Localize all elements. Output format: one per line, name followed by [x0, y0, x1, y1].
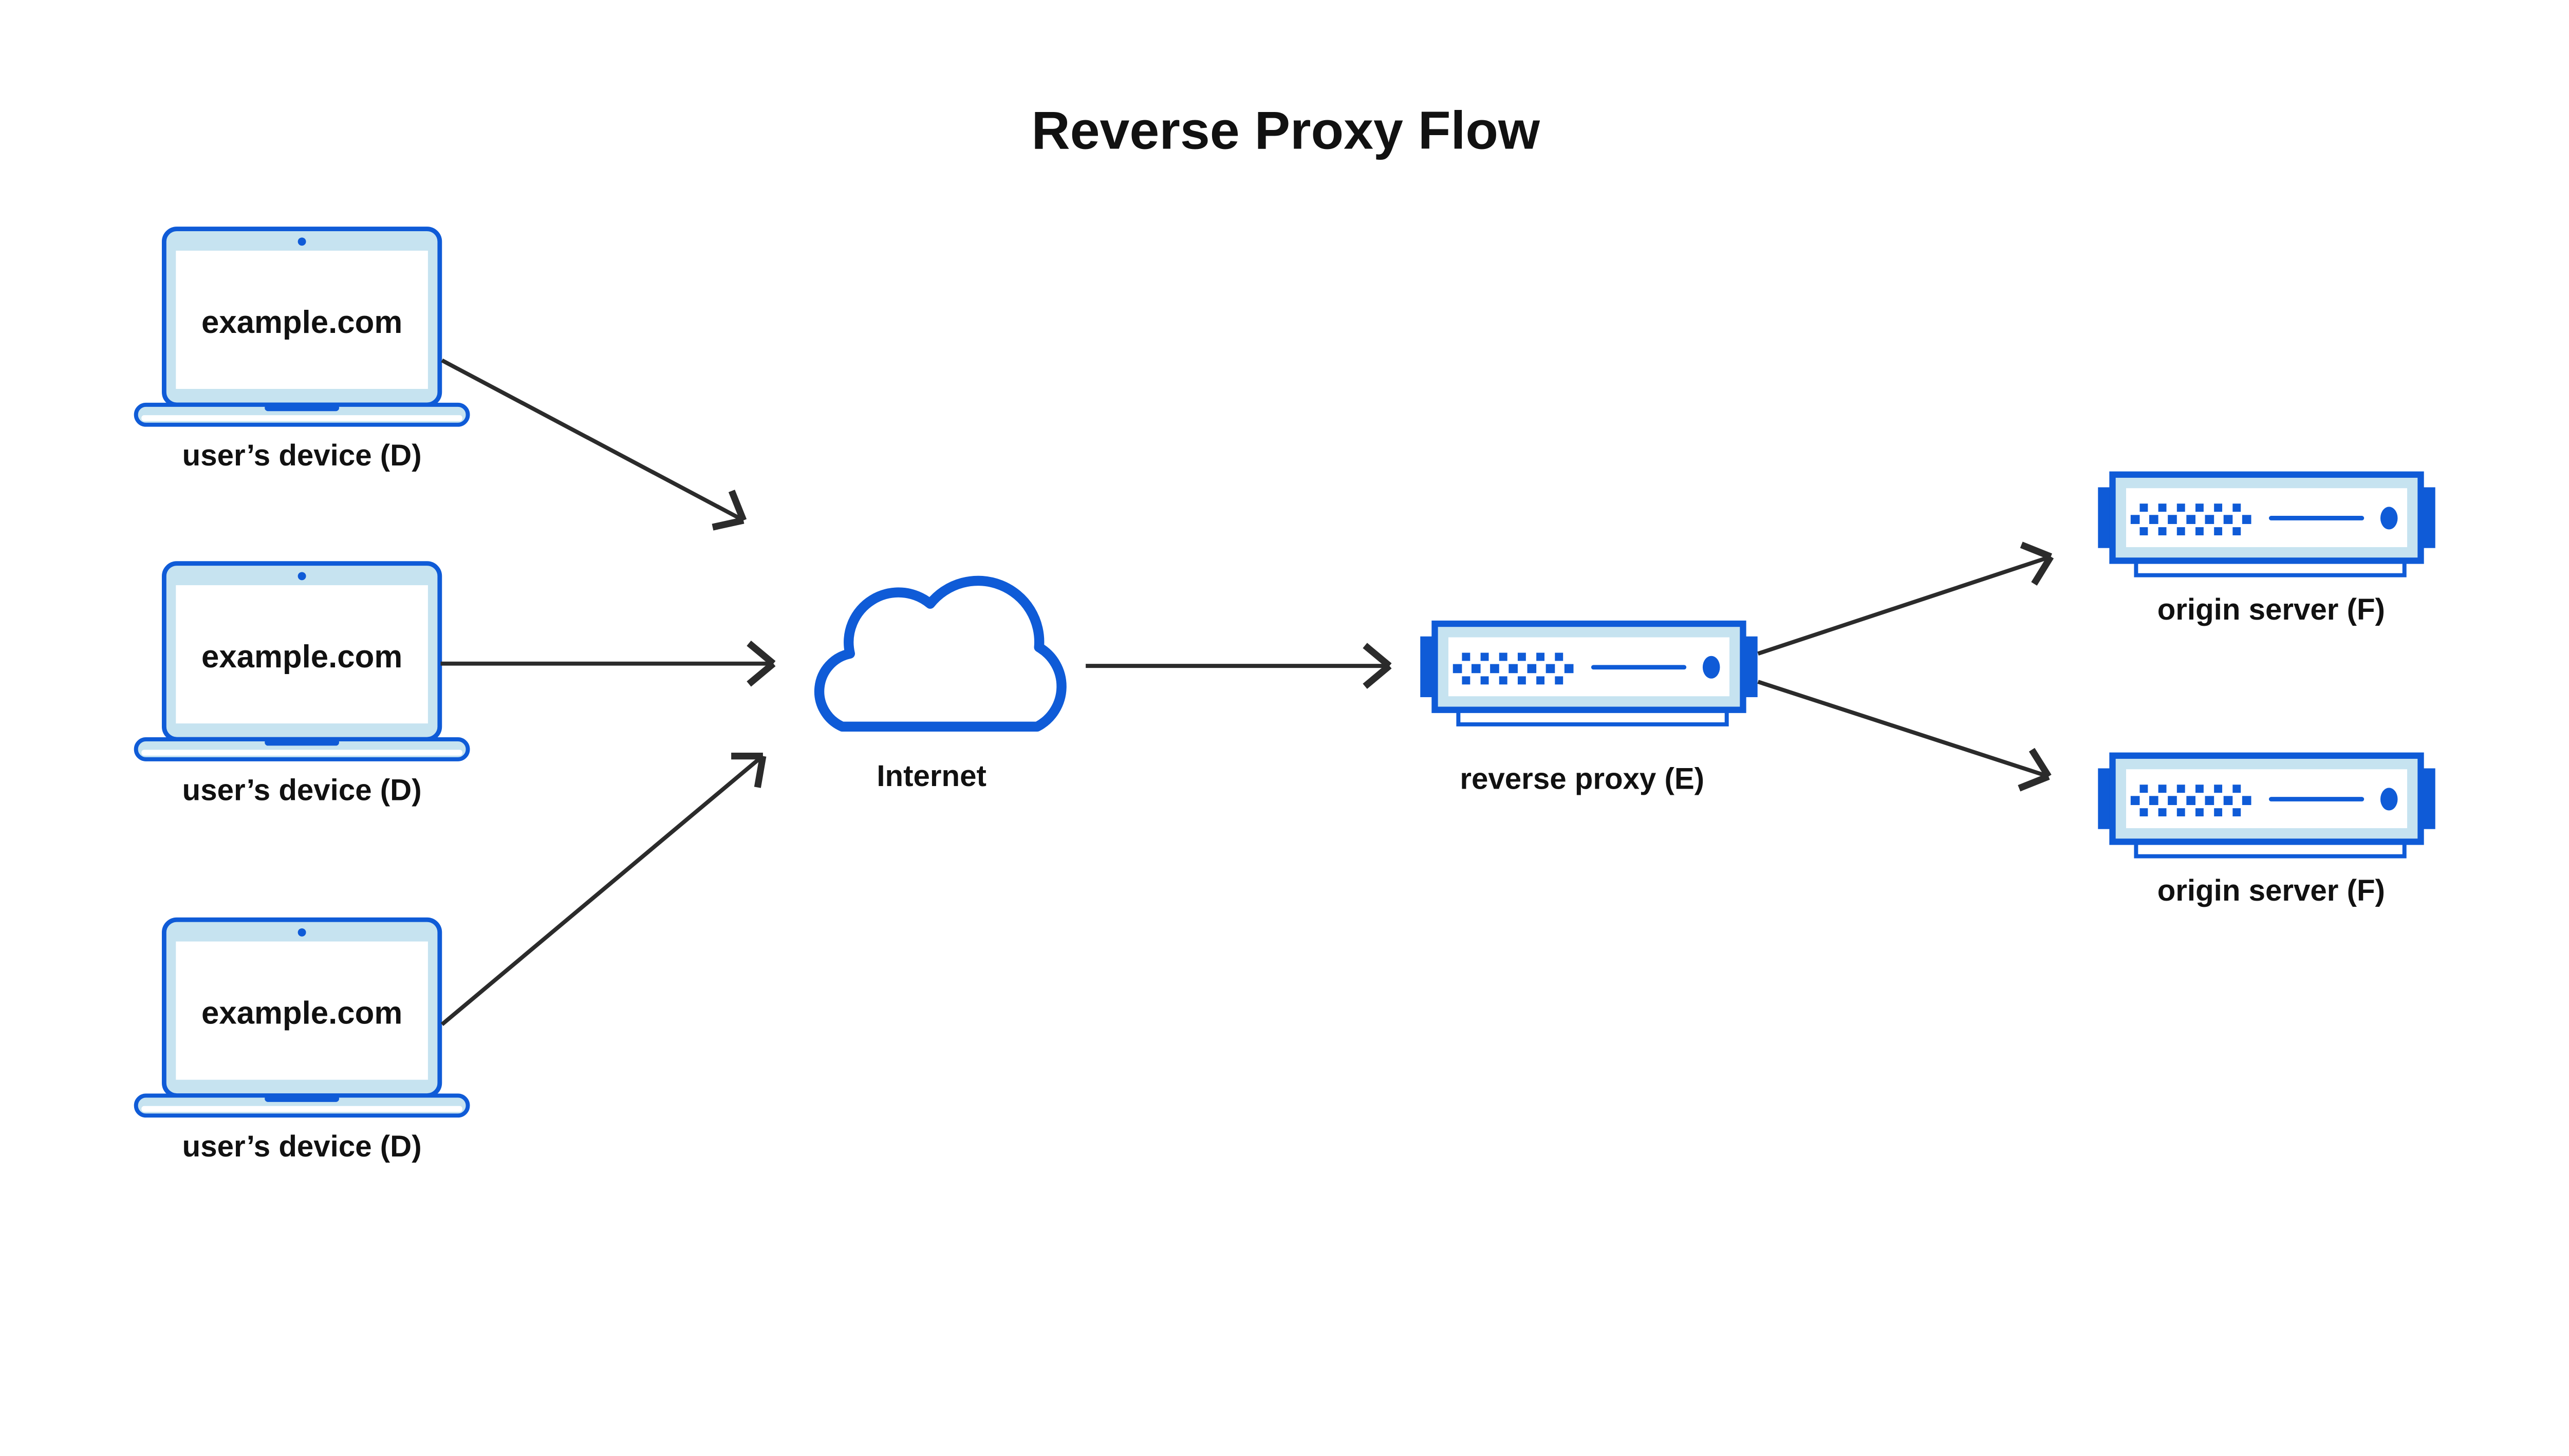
origin-label: origin server (F)	[2157, 874, 2385, 907]
origin-server-node-1: origin server (F)	[2098, 475, 2435, 626]
arrow-device3-to-internet	[440, 753, 767, 1026]
diagram-container: Reverse Proxy Flow example.com user’s de…	[134, 101, 2438, 1163]
arrow-proxy-to-origin1	[1757, 542, 2054, 656]
screen-url-text: example.com	[201, 995, 402, 1031]
device-label: user’s device (D)	[182, 773, 422, 807]
screen-url-text: example.com	[201, 639, 402, 675]
internet-node: Internet	[814, 575, 1067, 793]
arrow-device2-to-internet	[440, 640, 776, 687]
flow-arrows	[440, 358, 2054, 1026]
device-label: user’s device (D)	[182, 439, 422, 472]
user-device-node-1: example.com user’s device (D)	[136, 229, 468, 472]
reverse-proxy-flow-diagram: Reverse Proxy Flow example.com user’s de…	[134, 101, 2438, 1163]
user-device-node-2: example.com user’s device (D)	[136, 564, 468, 807]
server-icon	[2098, 756, 2435, 856]
arrow-proxy-to-origin2	[1757, 680, 2052, 792]
server-icon	[1420, 624, 1757, 724]
internet-label: Internet	[877, 759, 986, 793]
device-label: user’s device (D)	[182, 1130, 422, 1163]
screen-url-text: example.com	[201, 305, 402, 340]
arrow-device1-to-internet	[441, 358, 747, 531]
reverse-proxy-node: reverse proxy (E)	[1420, 624, 1757, 795]
origin-label: origin server (F)	[2157, 593, 2385, 626]
proxy-label: reverse proxy (E)	[1460, 762, 1704, 795]
cloud-icon	[814, 575, 1067, 732]
diagram-title: Reverse Proxy Flow	[1031, 101, 1540, 160]
user-device-node-3: example.com user’s device (D)	[136, 920, 468, 1163]
origin-server-node-2: origin server (F)	[2098, 756, 2435, 907]
arrow-internet-to-proxy	[1086, 643, 1392, 689]
server-icon	[2098, 475, 2435, 575]
